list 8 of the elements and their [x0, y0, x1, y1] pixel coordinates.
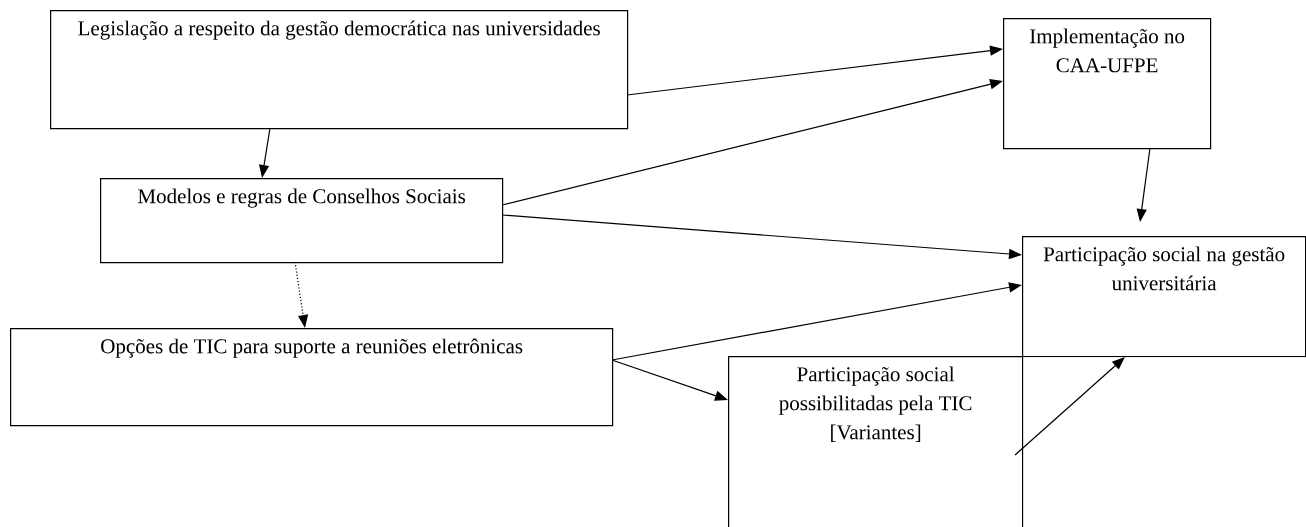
process-box: Modelos e regras de Conselhos Sociais — [100, 178, 504, 264]
process-box: Participação social na gestão universitária — [1022, 236, 1306, 358]
process-box: Implementação no CAA-UFPE — [1003, 18, 1212, 150]
process-box: Participação social possibilitadas pela TIC [Variantes] — [728, 356, 1024, 527]
arrow — [1014, 357, 1125, 456]
process-box: Legislação a respeito da gestão democrática nas universidades — [50, 10, 629, 130]
arrow — [611, 359, 728, 401]
process-box: Opções de TIC para suporte a reuniões eletrônicas — [10, 328, 614, 427]
